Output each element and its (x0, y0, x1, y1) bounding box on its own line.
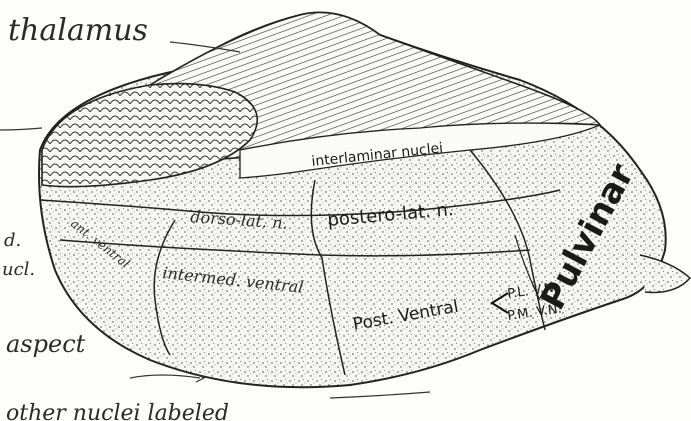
left-pointer-line (0, 128, 42, 130)
pulvinar-nub (640, 255, 690, 292)
left-fragment-2: ucl. (2, 259, 35, 280)
bottom-pointer-line (330, 392, 430, 398)
aspect-arrow (130, 375, 200, 378)
bottom-fragment-label: other nuclei labeled (6, 401, 229, 421)
aspect-label: aspect (6, 330, 86, 358)
thalamus-label: thalamus (8, 13, 148, 48)
left-fragment-1: d. (4, 230, 21, 251)
